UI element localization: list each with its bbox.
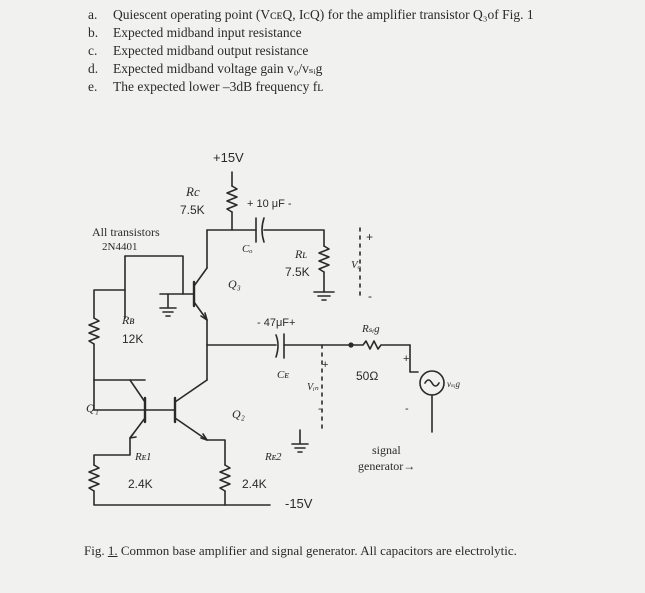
q1-collector <box>129 379 146 403</box>
vsig-wave <box>424 379 440 387</box>
q3-emitter <box>193 301 208 321</box>
q1-emitter-arrow <box>129 433 137 439</box>
label-rb-name: Rʙ <box>121 313 135 327</box>
resistor-rc <box>226 185 238 213</box>
label-vo-name: Vₒ <box>351 259 361 271</box>
label-transistor-type: 2N4401 <box>102 241 137 253</box>
question-a: a. Quiescent operating point (VᴄᴇQ, IᴄQ)… <box>88 7 534 22</box>
capacitor-co-plate2 <box>261 217 265 243</box>
wire-re1-top <box>93 437 131 466</box>
label-all-transistors: All transistors <box>92 225 160 239</box>
label-re1-name: Rᴇ1 <box>134 451 152 463</box>
wire-rb-top <box>93 289 126 319</box>
label-re1-value: 2.4K <box>128 477 153 491</box>
label-vsig-minus: - <box>405 403 409 415</box>
wire-left-top <box>124 255 184 295</box>
figure-caption: Fig. 1. Common base amplifier and signal… <box>84 543 517 558</box>
label-signal: signal <box>372 443 401 457</box>
resistor-re1 <box>88 464 100 492</box>
label-vsig-name: vₛᵢg <box>447 379 460 389</box>
label-rb-value: 12K <box>122 332 143 346</box>
question-list: a. Quiescent operating point (VᴄᴇQ, IᴄQ)… <box>88 6 534 96</box>
wire-re2-bottom <box>224 490 271 506</box>
label-vo-plus: + <box>366 230 373 244</box>
capacitor-ce-plate1 <box>275 334 279 358</box>
label-generator: generator→ <box>358 459 415 473</box>
q2-emitter <box>174 417 208 441</box>
label-vin-minus: - <box>318 403 322 415</box>
label-rsig-name: Rₛᵢg <box>361 323 380 335</box>
question-d: d. Expected midband voltage gain v₀/vₛᵢg <box>88 61 323 76</box>
label-re2-value: 2.4K <box>242 477 267 491</box>
label-q2: Q₂ <box>232 407 245 421</box>
label-vin-plus: + <box>322 359 328 371</box>
q3-collector <box>193 267 208 287</box>
label-ce-value: - 47μF+ <box>257 317 295 329</box>
ground-q3 <box>159 293 177 317</box>
q2-collector <box>174 379 208 403</box>
resistor-rl <box>318 245 330 273</box>
label-ce-name: Cᴇ <box>277 369 289 381</box>
wire-co-out <box>263 229 325 247</box>
label-q1: Q₁ <box>86 401 99 415</box>
question-c: c. Expected midband output resistance <box>88 43 309 58</box>
wire-re1-bottom <box>93 490 226 506</box>
label-vcc: +15V <box>213 150 244 165</box>
label-re2-name: Rᴇ2 <box>264 451 282 463</box>
resistor-re2 <box>219 464 231 492</box>
question-b: b. Expected midband input resistance <box>88 25 302 40</box>
label-rl-value: 7.5K <box>285 265 310 279</box>
question-e: e. The expected lower –3dB frequency fʟ <box>88 79 324 94</box>
label-co-name: Cₒ <box>242 243 252 255</box>
label-vee: -15V <box>285 496 313 511</box>
resistor-rb <box>88 317 100 345</box>
label-rc-value: 7.5K <box>180 203 205 217</box>
wire-vsig-top <box>409 344 419 373</box>
label-vin-name: Vᵢₙ <box>307 382 319 393</box>
label-vo-minus: - <box>368 289 372 303</box>
label-rc-name: Rc <box>185 184 200 199</box>
label-rsig-value: 50Ω <box>356 369 378 383</box>
ground-vin <box>291 429 309 453</box>
label-q3: Q₃ <box>228 277 241 291</box>
wire-re2-top <box>206 439 226 466</box>
resistor-rsig <box>350 340 411 350</box>
label-vsig-plus: + <box>403 353 409 365</box>
ground-rl <box>313 291 335 301</box>
label-rl-name: Rʟ <box>294 247 307 261</box>
label-co-value: + 10 μF - <box>247 198 292 210</box>
wire-mirror-base <box>93 379 146 411</box>
